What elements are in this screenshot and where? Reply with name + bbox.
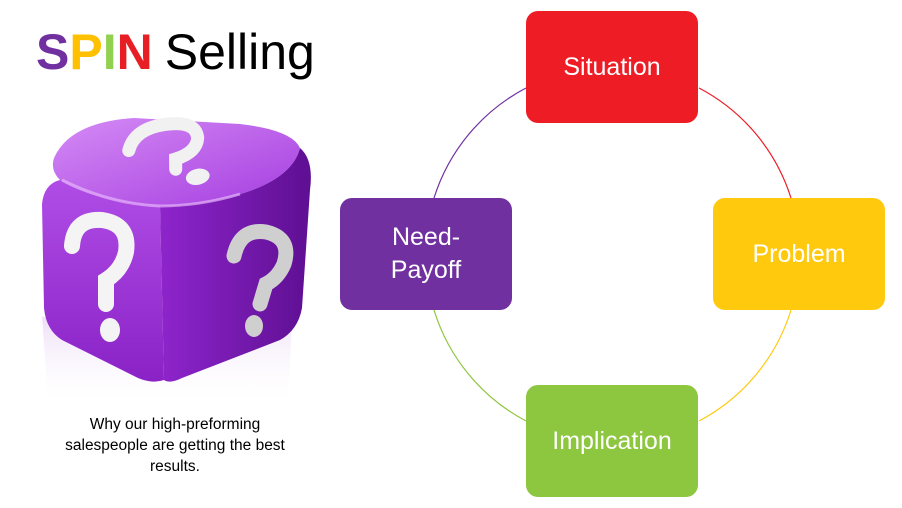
caption-line-2: salespeople are getting the best bbox=[65, 437, 285, 454]
node-need-payoff-label-line-1: Need- bbox=[391, 223, 461, 251]
connector-problem-implication bbox=[698, 309, 792, 422]
node-implication: Implication bbox=[526, 385, 698, 497]
title-letter-p: P bbox=[69, 24, 103, 80]
node-situation: Situation bbox=[526, 11, 698, 123]
title-letter-i: I bbox=[102, 24, 117, 80]
caption-line-3: results. bbox=[150, 458, 200, 475]
connector-situation-problem bbox=[698, 87, 792, 199]
question-mark-dice-icon bbox=[42, 117, 311, 408]
title-letter-n: N bbox=[116, 24, 153, 80]
node-problem: Problem bbox=[713, 198, 885, 310]
node-need-payoff-label-line-2: Payoff bbox=[390, 256, 462, 284]
title-rest: Selling bbox=[164, 24, 315, 80]
connector-needpayoff-situation bbox=[433, 87, 527, 199]
caption-line-1: Why our high-preforming bbox=[89, 416, 261, 433]
slide-caption: Why our high-preforming salespeople are … bbox=[40, 414, 310, 477]
node-need-payoff: Need- Payoff bbox=[340, 198, 512, 310]
title-letter-s: S bbox=[36, 24, 70, 80]
connector-implication-needpayoff bbox=[433, 309, 527, 422]
node-problem-label: Problem bbox=[752, 239, 846, 268]
node-implication-label: Implication bbox=[552, 426, 672, 455]
title-acronym: SPIN bbox=[36, 24, 153, 80]
node-situation-label: Situation bbox=[563, 52, 661, 81]
